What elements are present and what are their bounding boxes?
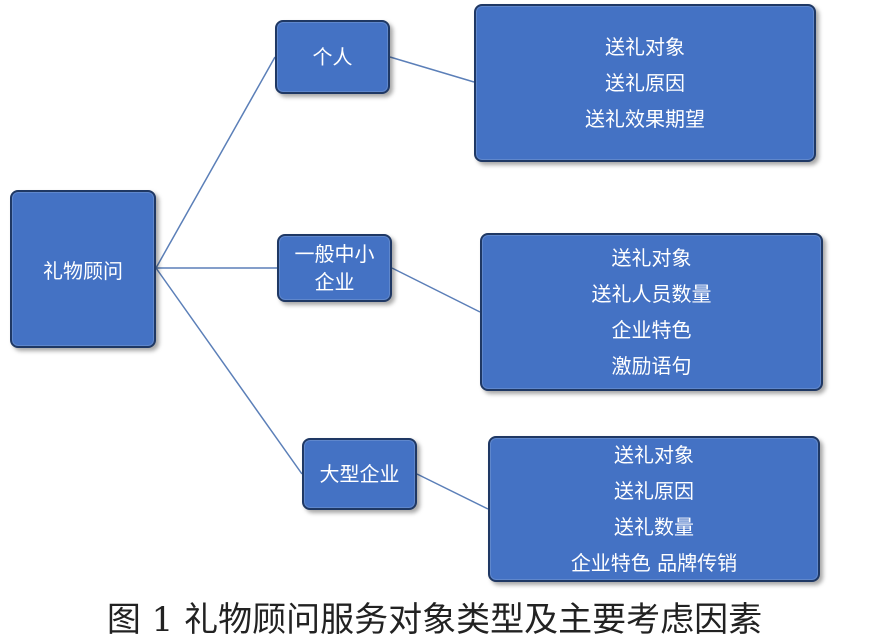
detail-item: 送礼对象 [605, 35, 685, 59]
connector-large-details [416, 473, 489, 510]
figure-caption: 图 1 礼物顾问服务对象类型及主要考虑因素 [106, 600, 763, 640]
detail-item: 激励语句 [611, 354, 692, 378]
connector-root-personal [155, 56, 276, 269]
detail-item: 送礼人员数量 [591, 282, 712, 306]
detail-box-personal: 送礼对象 送礼原因 送礼效果期望 [474, 4, 816, 162]
connector-personal-details [389, 56, 475, 83]
detail-item: 送礼对象 [614, 443, 694, 467]
detail-item: 企业特色 品牌传销 [570, 551, 738, 575]
detail-item: 送礼数量 [614, 515, 694, 539]
category-label: 企业 [314, 270, 355, 294]
connector-root-large [155, 267, 303, 475]
detail-item: 送礼对象 [611, 246, 692, 270]
detail-item: 送礼效果期望 [585, 107, 705, 131]
category-node-sme: 一般中小 企业 [277, 234, 392, 302]
category-label: 一般中小 [294, 242, 375, 266]
detail-box-large-enterprise: 送礼对象 送礼原因 送礼数量 企业特色 品牌传销 [488, 436, 820, 582]
connector-sme-details [391, 267, 481, 313]
detail-box-sme: 送礼对象 送礼人员数量 企业特色 激励语句 [480, 233, 823, 391]
detail-item: 送礼原因 [614, 479, 694, 503]
detail-item: 企业特色 [611, 318, 692, 342]
category-label: 大型企业 [319, 462, 400, 486]
category-node-large-enterprise: 大型企业 [302, 438, 417, 510]
root-node-label: 礼物顾问 [43, 258, 123, 283]
category-label: 个人 [312, 45, 353, 69]
category-node-personal: 个人 [275, 20, 390, 94]
detail-item: 送礼原因 [605, 71, 685, 95]
root-node: 礼物顾问 [10, 190, 156, 348]
